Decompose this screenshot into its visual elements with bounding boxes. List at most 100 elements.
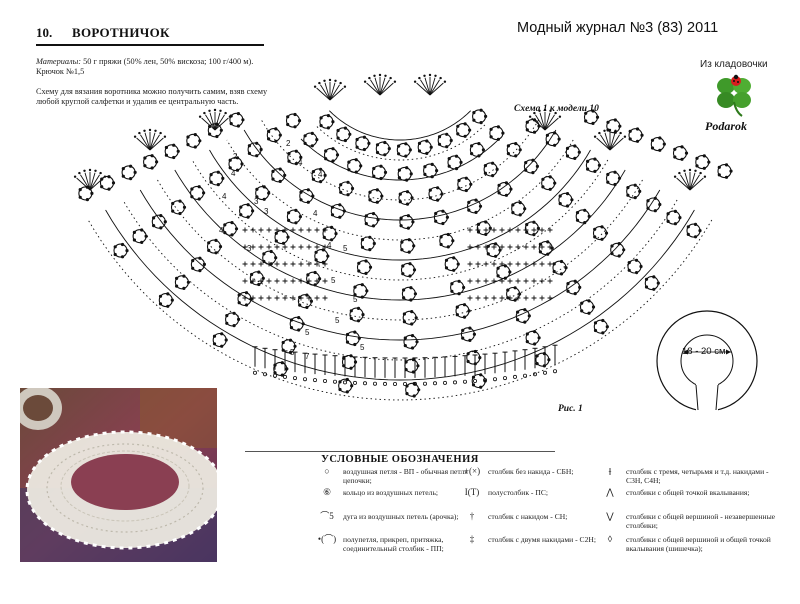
diagram-dot [477, 142, 481, 146]
diagram-dot [523, 308, 527, 312]
diagram-dot [287, 159, 291, 163]
diagram-sc-stitch [258, 261, 264, 267]
diagram-dot [557, 137, 561, 141]
diagram-dot [470, 144, 474, 148]
diagram-dot [379, 176, 383, 181]
diagram-dot [278, 179, 282, 183]
diagram-dot [514, 154, 518, 158]
diagram-sc-stitch [467, 278, 473, 284]
diagram-dot [613, 170, 617, 174]
diagram-dot [314, 250, 318, 254]
diagram-dot [372, 174, 376, 178]
diagram-dot [650, 138, 655, 142]
diagram-stitch [379, 77, 386, 96]
diagram-dot [468, 128, 472, 132]
diagram-dot [228, 166, 232, 170]
diagram-dot [293, 112, 297, 117]
diagram-dot [235, 168, 240, 172]
diagram-dot [380, 194, 384, 198]
diagram-dot [261, 276, 265, 280]
diagram-dot [504, 193, 508, 197]
row-number: 3 [254, 197, 259, 206]
diagram-dot [236, 112, 240, 116]
diagram-dot [175, 276, 179, 280]
diagram-dot [402, 296, 406, 300]
diagram-dot [400, 248, 404, 252]
diagram-dot [575, 211, 580, 215]
diagram-dot [447, 157, 451, 161]
diagram-dot [293, 344, 297, 348]
diagram-dot [297, 328, 301, 332]
diagram-dot [531, 171, 535, 175]
diagram-stitch [429, 82, 444, 96]
diagram-sc-stitch [499, 244, 505, 250]
row-number: 7 [305, 352, 310, 361]
diagram-dot [85, 198, 89, 202]
legend-text: столбик с накидом - СН; [488, 512, 568, 521]
diagram-dot [287, 152, 291, 156]
diagram-dot [246, 203, 250, 207]
diagram-dot [444, 266, 449, 270]
diagram-dot [353, 285, 357, 289]
diagram-dot [367, 141, 371, 145]
diagram-dot [464, 188, 468, 193]
diagram-dot [364, 271, 368, 275]
diagram-dot [478, 204, 483, 208]
diagram-dot [724, 175, 729, 179]
diagram-sc-stitch [475, 295, 481, 301]
diagram-dot [494, 254, 498, 258]
row-number: 3 [247, 244, 252, 253]
diagram-dot [439, 242, 443, 247]
diagram-dot [144, 234, 148, 238]
diagram-dot [299, 155, 303, 159]
diagram-dot [359, 164, 363, 168]
diagram-stitch [676, 177, 691, 191]
diagram-sc-stitch [507, 244, 513, 250]
diagram-dot [524, 168, 528, 172]
diagram-row-arc [157, 179, 643, 321]
diagram-stitch [379, 82, 394, 96]
diagram-dot [411, 370, 415, 374]
diagram-dot [466, 359, 470, 364]
diagram-dot [247, 144, 251, 148]
diagram-dot [644, 277, 649, 281]
diagram-dot [514, 142, 518, 146]
diagram-dot [673, 155, 677, 159]
diagram-dot [533, 342, 537, 346]
diagram-dot [416, 364, 420, 368]
diagram-dot [601, 331, 605, 335]
diagram-dot [294, 208, 298, 212]
diagram-dot [494, 242, 498, 246]
diagram-dot [445, 215, 449, 219]
diagram-row-arc [122, 199, 678, 361]
diagram-dot [321, 260, 325, 264]
diagram-dot [158, 302, 163, 306]
diagram-dot [280, 361, 284, 365]
diagram-sc-stitch [539, 278, 545, 284]
diagram-dot [425, 139, 429, 143]
legend-text: столбики с общей точкой вкалывания; [626, 488, 750, 497]
diagram-dot [575, 218, 580, 222]
diagram-sc-stitch [491, 261, 497, 267]
diagram-dot [593, 328, 598, 333]
row-number: 5 [343, 244, 348, 253]
diagram-dot [397, 144, 401, 148]
diagram-dot [298, 215, 302, 219]
diagram-dot [223, 223, 227, 227]
diagram-dot [511, 203, 515, 207]
diagram-dot [532, 130, 537, 134]
diagram-dot [511, 211, 515, 215]
diagram-dot [375, 188, 379, 192]
diagram-dot [412, 394, 416, 398]
diagram-dot [516, 310, 520, 314]
diagram-dot [236, 124, 240, 128]
diagram-dot [400, 240, 404, 244]
row-number: 5 [335, 316, 340, 325]
diagram-dot [259, 147, 263, 152]
diagram-dot [221, 176, 225, 180]
diagram-stitch [544, 114, 555, 131]
legend-symbol: ⌒5 [320, 511, 334, 521]
diagram-dot [191, 259, 195, 263]
diagram-dot [523, 320, 527, 324]
